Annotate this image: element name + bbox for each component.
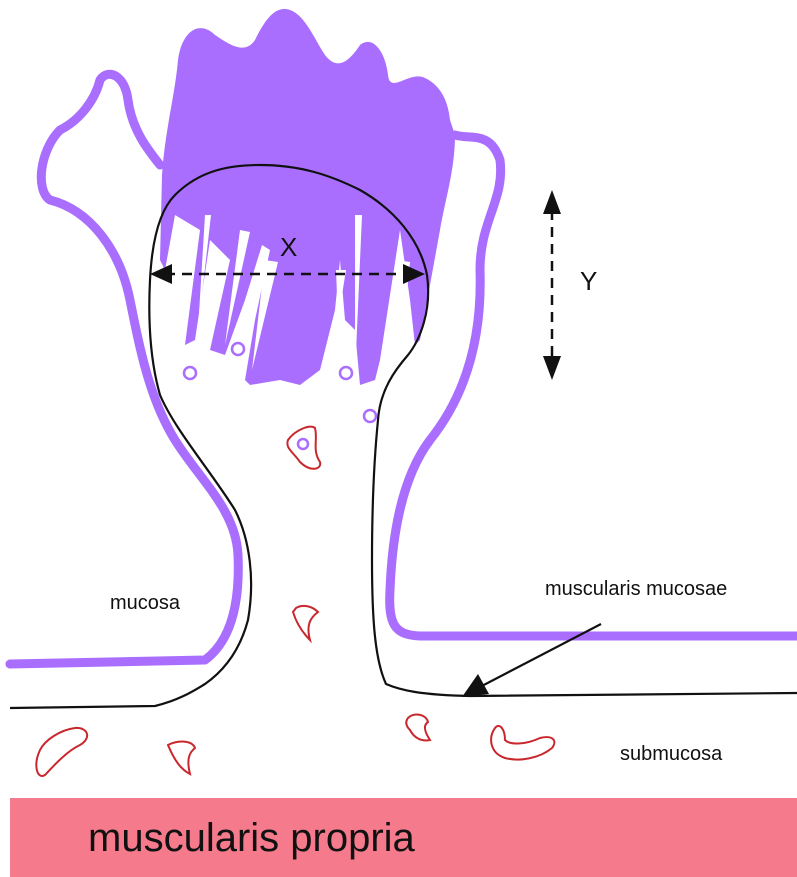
crypt-ring xyxy=(232,343,244,355)
blood-vessel xyxy=(36,728,87,776)
crypt-ring xyxy=(340,367,352,379)
crypt-ring xyxy=(364,410,376,422)
submucosa-label: submucosa xyxy=(620,743,722,766)
blood-vessel xyxy=(168,742,195,774)
blood-vessel xyxy=(293,606,318,640)
crypt-ring xyxy=(298,439,308,449)
dimension-x-arrowhead-left xyxy=(150,264,172,284)
blood-vessel xyxy=(491,726,554,760)
blood-vessel xyxy=(406,715,430,741)
dimension-y-arrowhead-bottom xyxy=(543,356,561,380)
mucosa-label: mucosa xyxy=(110,592,180,615)
dimension-x-label: X xyxy=(280,232,297,263)
muscularis-propria-label: muscularis propria xyxy=(88,816,415,861)
polyp-head-fill xyxy=(160,9,455,385)
muscularis-mucosae-label: muscularis mucosae xyxy=(545,578,727,601)
crypt-ring xyxy=(184,367,196,379)
dimension-y-arrowhead-top xyxy=(543,190,561,214)
dimension-y-label: Y xyxy=(580,266,597,297)
